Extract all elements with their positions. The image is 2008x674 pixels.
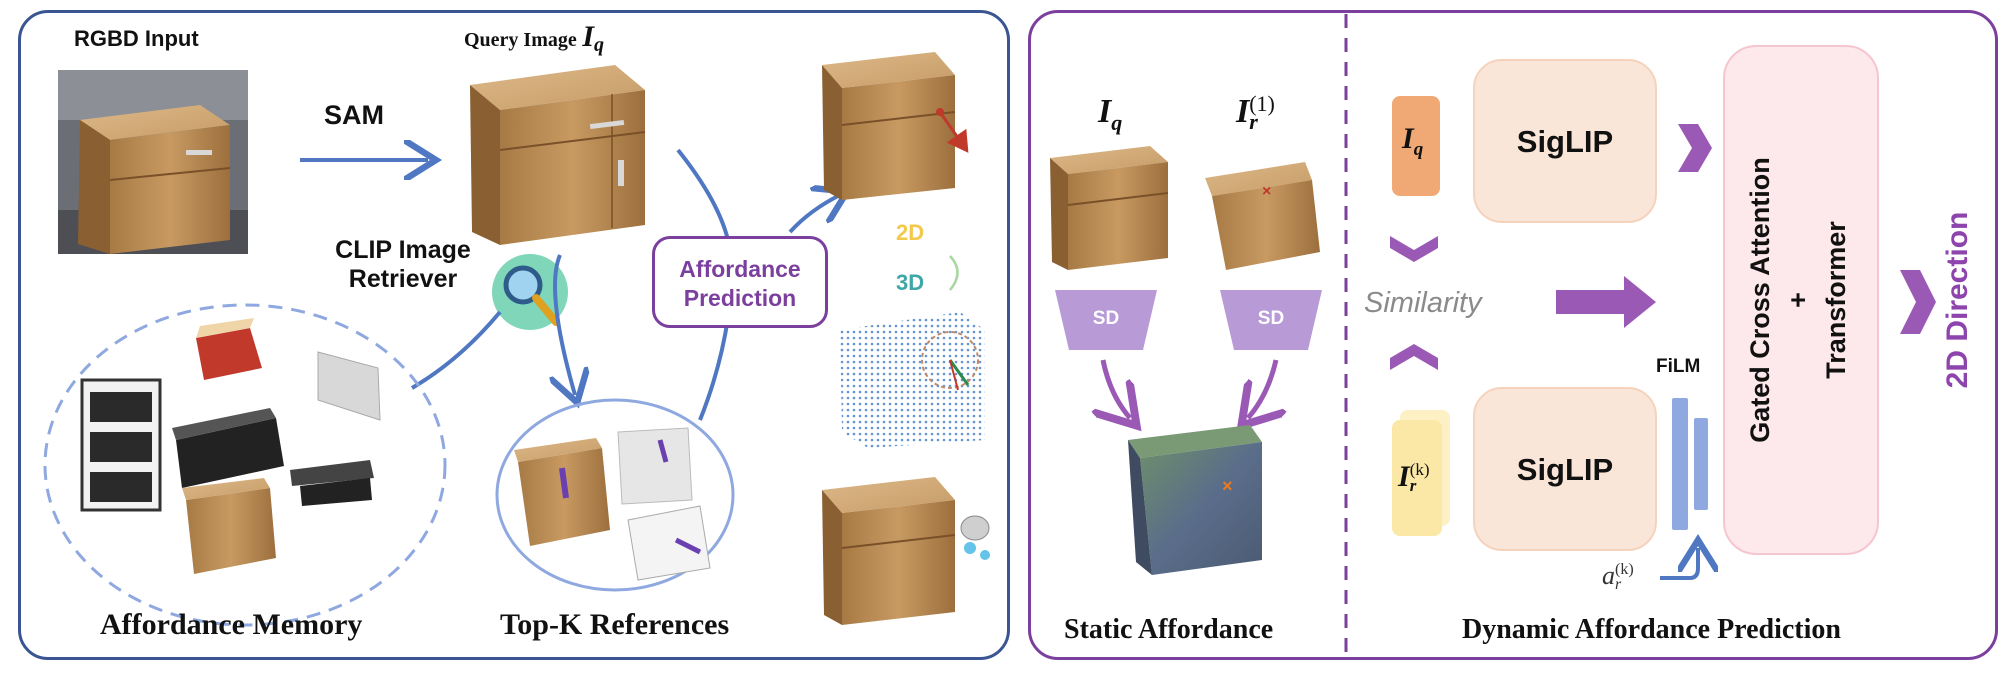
gated-text: Gated Cross Attention + Transformer xyxy=(1741,60,1861,540)
static-iq-subscript: q xyxy=(1111,109,1123,135)
gated-line2: + xyxy=(1783,292,1813,308)
2d-to-3d-arrow xyxy=(949,255,959,291)
sd-right-block xyxy=(1220,290,1322,350)
ark-to-film-arrow xyxy=(1660,548,1698,580)
dynamic-affordance-title: Dynamic Affordance Prediction xyxy=(1462,614,1841,645)
static-query-cabinet xyxy=(1050,146,1169,270)
svg-text:×: × xyxy=(1262,183,1271,200)
ark-subscript: r xyxy=(1615,576,1622,594)
affordance-prediction-box: Affordance Prediction xyxy=(652,236,828,328)
static-ir1-subscript: r xyxy=(1249,109,1258,135)
siglip-bottom-box xyxy=(1473,387,1657,551)
sam-label: SAM xyxy=(324,100,384,130)
static-ir1-superscript: (1) xyxy=(1249,91,1275,117)
static-ir1-symbol: I xyxy=(1236,93,1250,130)
sd-left-block xyxy=(1055,290,1157,350)
topk-references-label: Top-K References xyxy=(500,608,730,641)
similarity-chevron-up xyxy=(1390,344,1438,370)
ark-superscript: (k) xyxy=(1615,561,1634,579)
output-cabinet-robot xyxy=(822,477,990,625)
output-label: 2D Direction xyxy=(1941,211,1974,389)
film-bar-right xyxy=(1694,418,1708,510)
query-to-prediction-line xyxy=(676,148,730,241)
memory-to-retriever-line xyxy=(410,310,502,390)
static-reference-cabinet: × xyxy=(1205,162,1320,270)
dyn-iq-label: Iq xyxy=(1402,122,1423,161)
rgbd-input-label: RGBD Input xyxy=(74,26,199,51)
similarity-chevron-down xyxy=(1390,236,1438,262)
clip-retriever-label: CLIP Image Retriever xyxy=(318,236,488,294)
sd-right-arrow xyxy=(1248,359,1276,418)
retrieve-to-topk-arrow xyxy=(555,254,575,395)
topk-objects xyxy=(514,427,711,581)
dyn-irk-subscript: r xyxy=(1409,476,1417,496)
dyn-irk-label: I(k)r xyxy=(1398,460,1430,494)
retrieval-panel xyxy=(18,10,1010,660)
ark-symbol: a xyxy=(1602,561,1615,590)
magnifier-icon xyxy=(492,254,568,330)
static-affordance-title: Static Affordance xyxy=(1064,614,1274,645)
dyn-iq-subscript: q xyxy=(1413,139,1424,160)
clip-retriever-line1: CLIP Image xyxy=(335,236,471,264)
topk-to-prediction-line xyxy=(698,317,730,421)
output-cabinet-2d xyxy=(822,52,969,200)
siglip-top-box xyxy=(1473,59,1657,223)
affordance-model-panel xyxy=(1028,10,1998,660)
sd-left-arrow xyxy=(1103,359,1130,418)
film-label: FiLM xyxy=(1656,356,1701,377)
query-image-subscript: q xyxy=(594,34,605,56)
svg-text:×: × xyxy=(1222,476,1233,496)
iq-token-box xyxy=(1392,96,1440,196)
query-image-cabinet xyxy=(470,65,646,245)
affordance-prediction-line2: Prediction xyxy=(683,285,797,311)
sd-right-label: SD xyxy=(1257,308,1285,329)
gated-cross-attention-box xyxy=(1723,45,1879,555)
gated-line1: Gated Cross Attention xyxy=(1745,157,1775,443)
topk-references-ellipse xyxy=(495,398,735,592)
static-iq-symbol: I xyxy=(1098,93,1112,130)
siglip-bottom-label: SigLIP xyxy=(1516,452,1614,487)
static-iq-label: Iq xyxy=(1098,92,1122,136)
irk-token-box xyxy=(1392,420,1442,536)
gated-line3: Transformer xyxy=(1821,221,1851,379)
film-bar-left xyxy=(1672,398,1688,530)
clip-retriever-line2: Retriever xyxy=(348,265,458,293)
ark-label: a(k)r xyxy=(1602,560,1634,594)
tag-3d: 3D xyxy=(896,270,925,295)
rgbd-input-photo xyxy=(58,70,248,254)
siglip-to-gated-chevron xyxy=(1678,124,1712,172)
siglip-top-label: SigLIP xyxy=(1516,124,1614,159)
prediction-to-output-arrow xyxy=(788,195,840,234)
query-image-symbol: I xyxy=(582,20,595,53)
gated-to-output-chevron xyxy=(1900,270,1936,334)
memory-objects xyxy=(80,318,381,574)
static-affordance-heatmap: × xyxy=(1128,425,1262,575)
dyn-irk-symbol: I xyxy=(1398,460,1410,493)
sd-left-label: SD xyxy=(1092,308,1120,329)
tag-2d: 2D xyxy=(896,220,925,245)
dyn-irk-superscript: (k) xyxy=(1409,460,1430,480)
query-image-title: Query Image Iq xyxy=(464,20,604,57)
similarity-arrow xyxy=(1556,276,1656,328)
affordance-prediction-line1: Affordance xyxy=(679,256,801,282)
affordance-memory-label: Affordance Memory xyxy=(100,608,363,641)
output-pointcloud-3d xyxy=(840,312,985,448)
similarity-label: Similarity xyxy=(1364,287,1482,319)
query-image-label: Query Image xyxy=(464,29,577,51)
affordance-memory-ellipse xyxy=(43,303,447,627)
dyn-iq-symbol: I xyxy=(1402,122,1414,155)
static-ir1-label: I(1)r xyxy=(1236,91,1275,135)
